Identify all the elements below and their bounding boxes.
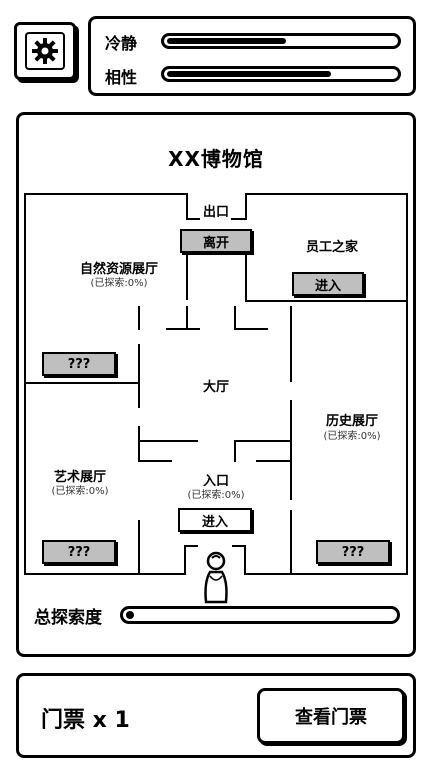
total-exploration-label: 总探索度: [34, 608, 102, 628]
sanity-bar-fill: [167, 71, 331, 77]
view-ticket-button[interactable]: 查看门票: [257, 688, 405, 744]
stats-panel: 冷静 相性: [88, 16, 416, 96]
sanity-bar: [161, 66, 401, 82]
leave-button[interactable]: 离开: [180, 229, 252, 253]
exit-label: 出口: [202, 205, 229, 220]
ticket-count: 门票 x 1: [41, 708, 130, 733]
nature-hall-button[interactable]: ???: [42, 352, 116, 376]
art-hall-label: 艺术展厅: [53, 470, 106, 485]
map-panel: XX博物馆: [16, 112, 416, 657]
calm-label: 冷静: [105, 34, 138, 53]
staff-enter-button[interactable]: 进入: [292, 272, 364, 296]
staff-room-label: 员工之家: [305, 240, 358, 255]
player-figure-icon: [198, 548, 234, 604]
total-exploration-bar: [120, 606, 400, 624]
calm-bar: [161, 33, 401, 49]
footer-panel: 门票 x 1 查看门票: [16, 673, 416, 758]
nature-hall-explored: (已探索:0%): [90, 278, 148, 289]
art-hall-explored: (已探索:0%): [51, 486, 109, 497]
entrance-enter-button[interactable]: 进入: [178, 508, 252, 532]
museum-title: XX博物馆: [168, 147, 264, 171]
settings-button[interactable]: [14, 22, 76, 80]
calm-bar-fill: [167, 38, 286, 44]
entrance-label: 入口: [202, 474, 229, 489]
lobby-label: 大厅: [202, 380, 229, 395]
history-hall-button[interactable]: ???: [316, 540, 390, 564]
gear-icon: [25, 32, 65, 70]
history-hall-label: 历史展厅: [325, 414, 378, 429]
art-hall-button[interactable]: ???: [42, 540, 116, 564]
total-exploration-fill: [126, 611, 134, 619]
entrance-explored: (已探索:0%): [187, 490, 245, 501]
nature-hall-label: 自然资源展厅: [79, 262, 158, 277]
history-hall-explored: (已探索:0%): [323, 431, 381, 442]
sanity-label: 相性: [105, 68, 138, 87]
